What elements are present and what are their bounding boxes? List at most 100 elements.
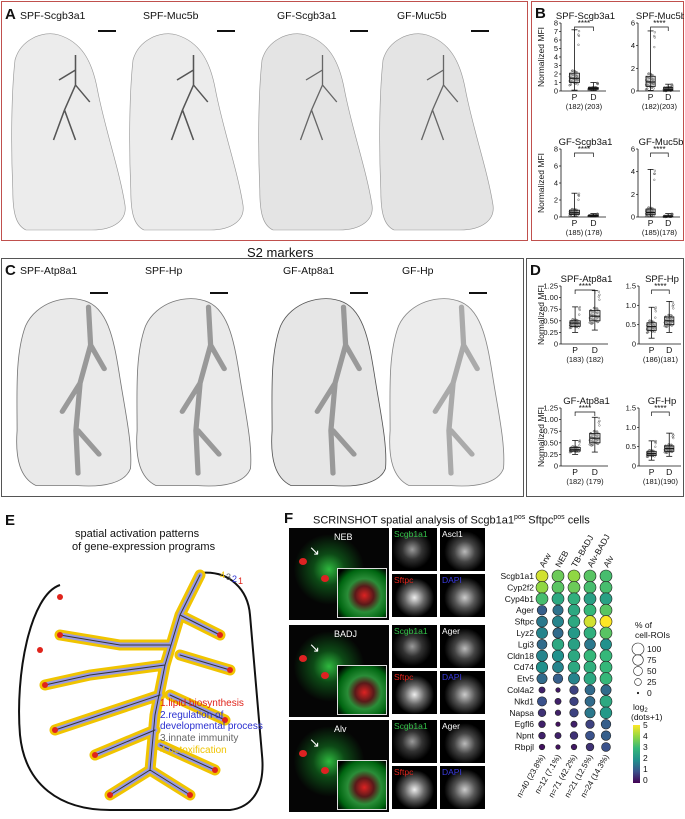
dot xyxy=(600,684,612,696)
dot xyxy=(538,686,546,694)
data-point xyxy=(654,310,657,313)
y-tick-label: 5 xyxy=(554,44,558,53)
dot xyxy=(535,581,549,594)
data-point xyxy=(647,206,650,209)
y-tick-label: 7 xyxy=(554,27,558,36)
data-point xyxy=(569,83,573,86)
y-tick-label: 1.0 xyxy=(626,301,636,310)
size-legend-title: % of xyxy=(635,620,653,630)
boxplot: SPF-Scgb3a1012345678P(182)D(203)****Norm… xyxy=(536,11,615,111)
panel-e-number-4: 4 xyxy=(220,570,226,580)
n-label: (185) xyxy=(566,228,584,237)
channel-label: Ager xyxy=(442,721,460,731)
data-point xyxy=(654,439,657,443)
panel-c-label-3: GF-Atp8a1 xyxy=(283,265,335,277)
cell-nucleus xyxy=(299,750,307,757)
color-legend-label: 3 xyxy=(643,742,648,752)
data-point xyxy=(578,439,581,442)
significance-bracket xyxy=(574,26,594,31)
panel-b-frame xyxy=(531,1,684,241)
y-tick-label: 4 xyxy=(554,179,558,188)
panel-c-label-4: GF-Hp xyxy=(402,265,434,277)
category-label: D xyxy=(665,92,671,102)
category-label: P xyxy=(572,92,578,102)
data-point xyxy=(665,321,669,325)
dot xyxy=(584,684,596,696)
panel-e-letter: E xyxy=(5,512,16,529)
micrograph-channel: Sftpc xyxy=(392,671,437,714)
panel-e-number-1: 1 xyxy=(238,576,244,586)
y-axis-label: Normalized MFI xyxy=(536,27,546,87)
dot xyxy=(584,707,596,719)
s2-markers-title: S2 markers xyxy=(247,245,314,260)
data-point xyxy=(577,326,580,329)
n-label: (203) xyxy=(659,102,677,111)
boxplot-title: SPF-Scgb3a1 xyxy=(556,11,615,22)
size-legend-dot xyxy=(632,654,644,666)
significance-label: **** xyxy=(579,282,591,291)
dot xyxy=(535,592,549,606)
panel-f-title-end: cells xyxy=(564,514,590,527)
data-point xyxy=(671,212,674,216)
dot xyxy=(567,661,581,674)
lung-image-c1 xyxy=(16,298,132,487)
data-point xyxy=(672,307,675,310)
y-tick-label: 0 xyxy=(631,87,635,96)
significance-bracket xyxy=(574,152,594,157)
dot xyxy=(583,626,597,640)
data-point xyxy=(591,317,594,320)
inset-zoom xyxy=(337,665,387,715)
n-label: (181) xyxy=(660,355,678,364)
y-tick-label: 2 xyxy=(631,64,635,73)
category-label: P xyxy=(572,345,578,355)
panel-c-label-1: SPF-Atp8a1 xyxy=(20,265,78,277)
y-tick-label: 0.25 xyxy=(543,328,558,337)
data-point xyxy=(670,314,673,317)
data-point xyxy=(653,45,656,49)
data-point xyxy=(648,319,651,322)
panel-f-title-main: SCRINSHOT spatial analysis of Scgb1a1 xyxy=(313,514,514,527)
channel-label: DAPI xyxy=(442,767,462,777)
dot xyxy=(552,604,564,616)
data-point xyxy=(596,434,599,437)
lung-image-c3 xyxy=(271,298,387,487)
y-tick-label: 4 xyxy=(631,167,635,176)
y-axis-label: Normalized MFI xyxy=(536,153,546,213)
data-point xyxy=(654,442,657,445)
significance-label: **** xyxy=(654,282,666,291)
channel-label: Scgb1a1 xyxy=(394,529,428,539)
color-legend-sub: 2 xyxy=(644,708,648,714)
cell-nucleus xyxy=(321,767,329,774)
significance-label: **** xyxy=(578,19,590,28)
panel-e-legend-2: 2.regulation of xyxy=(160,710,224,721)
dot xyxy=(567,615,581,628)
data-point xyxy=(571,69,574,72)
channel-label: DAPI xyxy=(442,575,462,585)
micrograph-merge: NEB↘ xyxy=(289,528,389,620)
data-point xyxy=(672,303,675,306)
panel-f-title-mid: Sftpc xyxy=(525,514,554,527)
lung-image-c4 xyxy=(389,298,505,487)
data-point xyxy=(576,74,579,78)
dot xyxy=(567,604,581,617)
data-point xyxy=(653,178,656,181)
data-point xyxy=(577,30,581,33)
data-point xyxy=(654,445,657,448)
n-label: (178) xyxy=(585,228,603,237)
dot-gene-label: Col4a2 xyxy=(507,685,534,695)
y-tick-label: 8 xyxy=(554,19,558,28)
color-legend-label: 4 xyxy=(643,731,648,741)
category-label: P xyxy=(648,218,654,228)
category-label: P xyxy=(649,345,655,355)
micrograph-merge: Alv↘ xyxy=(289,720,389,812)
n-label: (190) xyxy=(660,477,678,486)
channel-label: Scgb1a1 xyxy=(394,626,428,636)
category-label: P xyxy=(572,467,578,477)
boxplot-title: GF-Muc5b xyxy=(639,137,684,148)
data-point xyxy=(666,325,669,328)
data-point xyxy=(652,87,655,90)
panel-e-legend-4: 3.innate immunity xyxy=(160,733,239,744)
panel-c-lungs xyxy=(16,298,505,487)
dot xyxy=(583,581,597,594)
